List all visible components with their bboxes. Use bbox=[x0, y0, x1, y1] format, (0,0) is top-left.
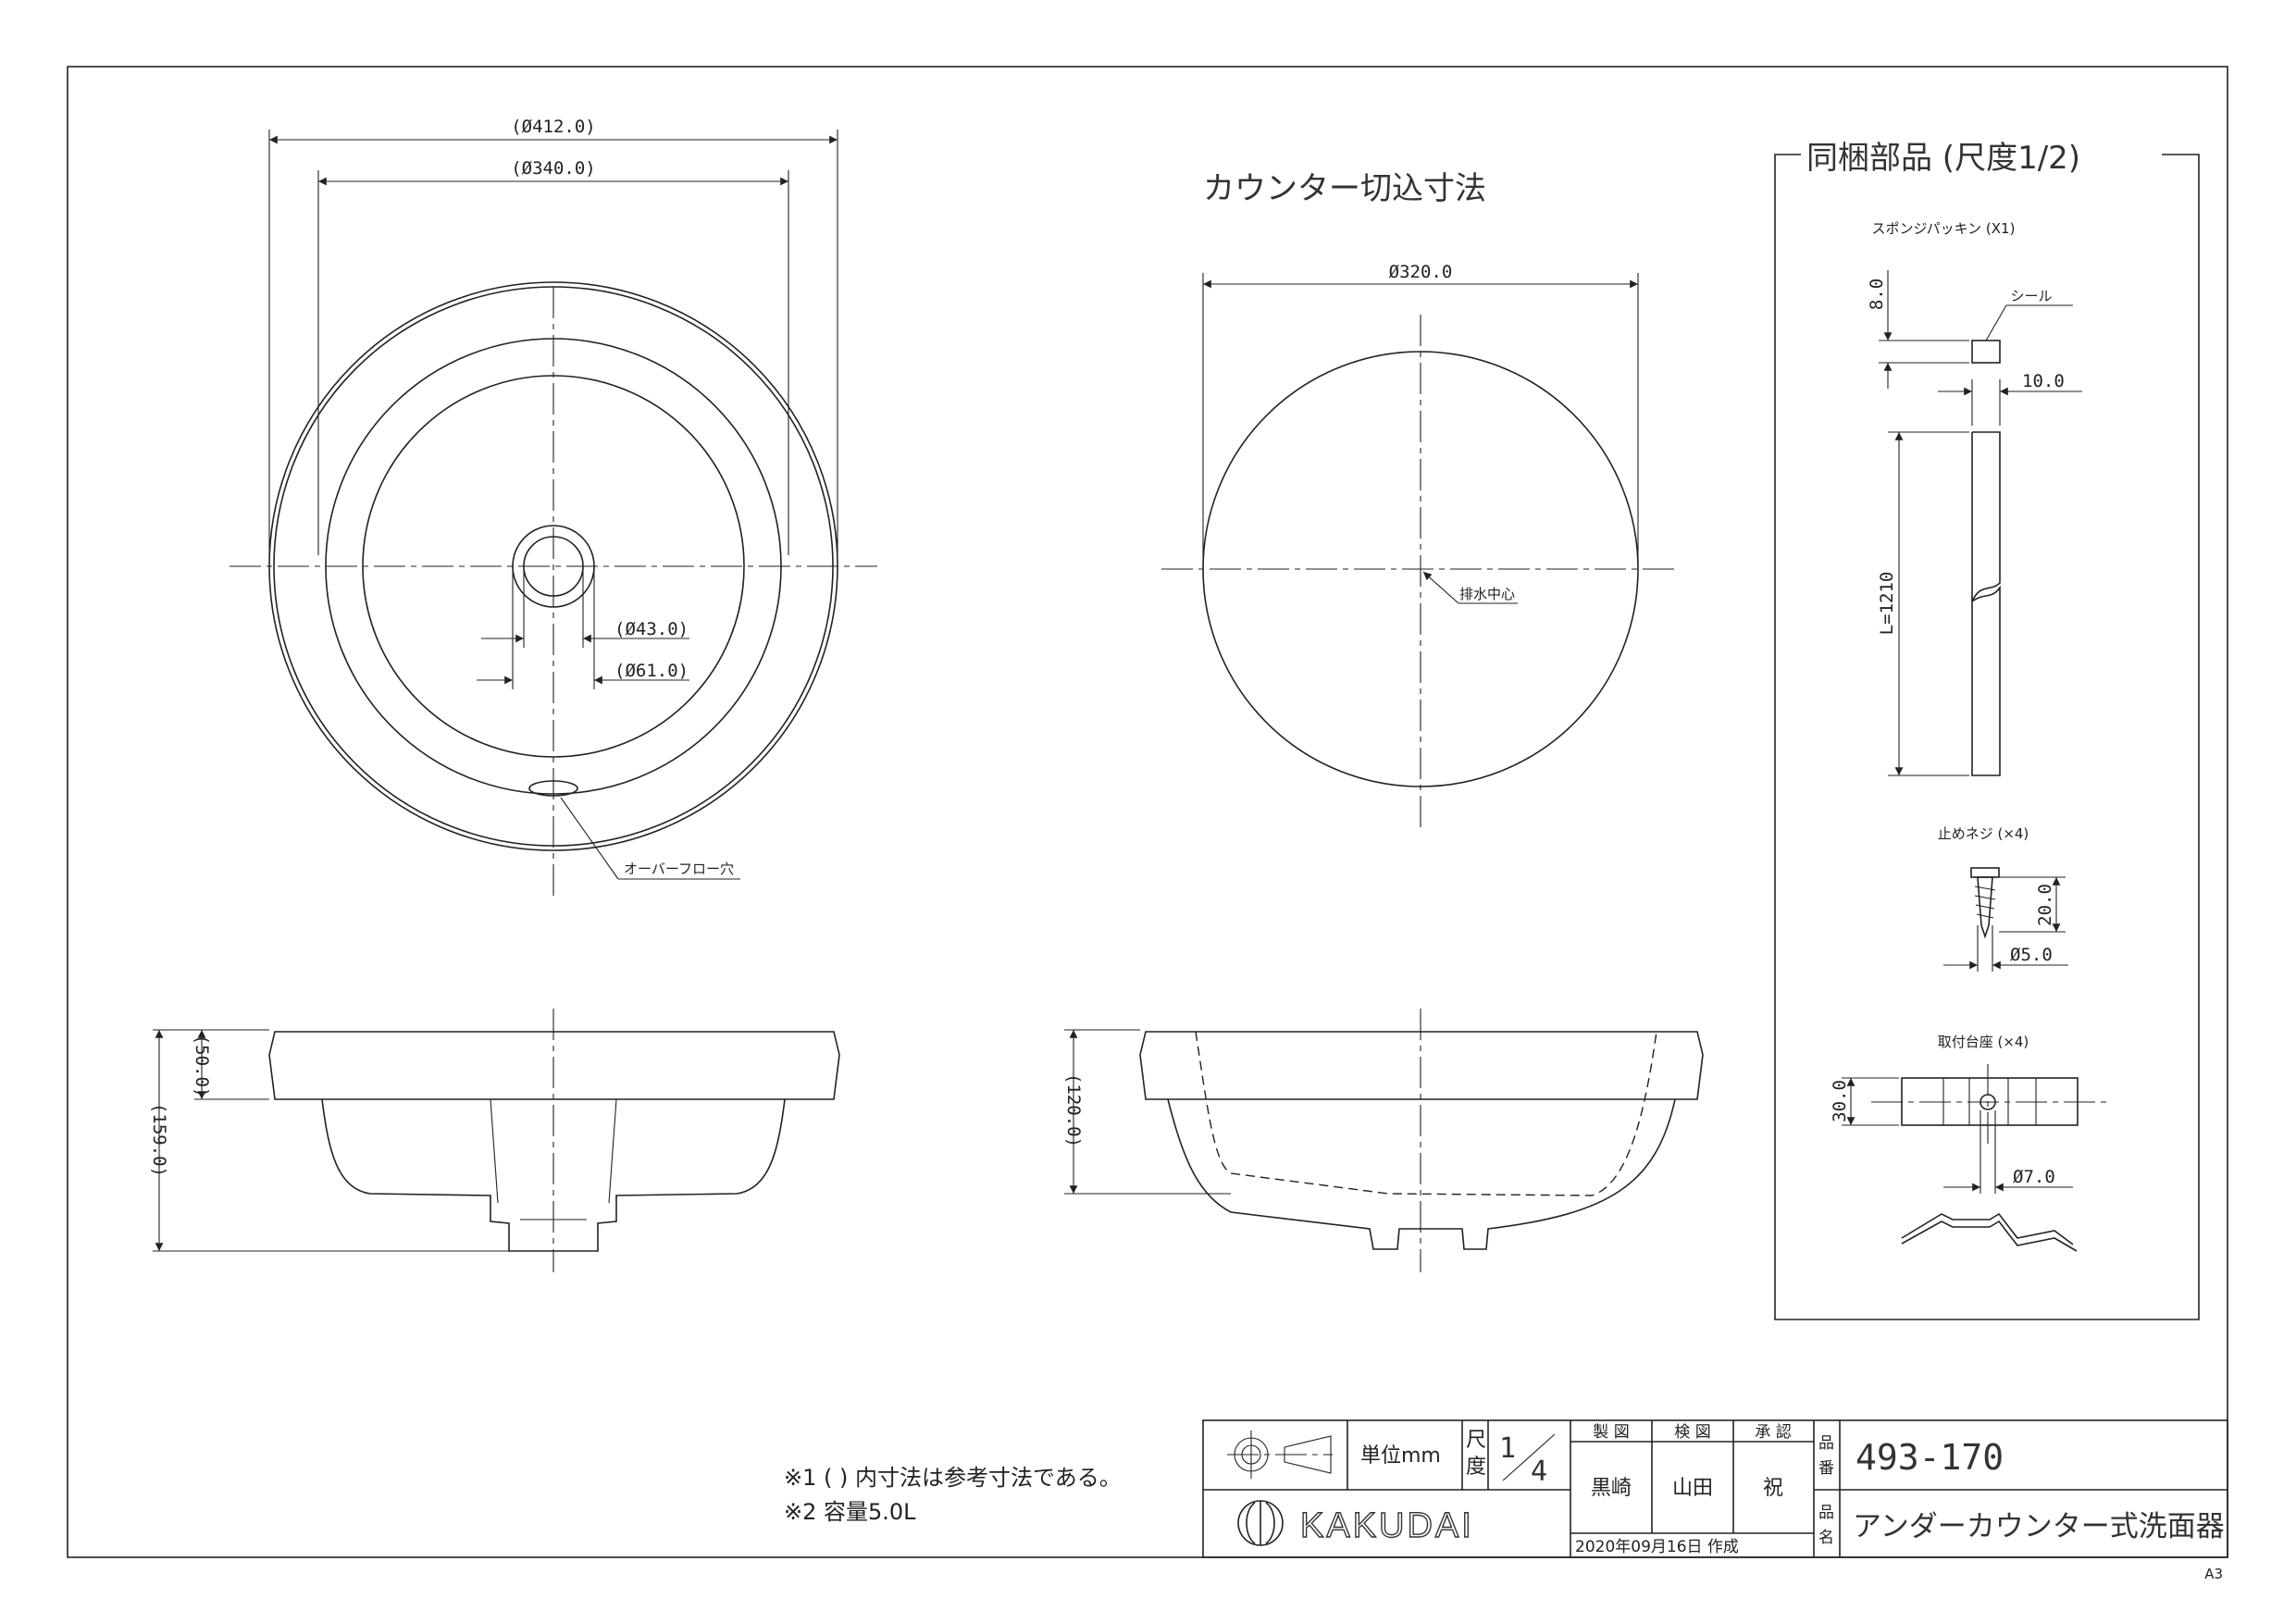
scale-numerator: 1 bbox=[1499, 1432, 1516, 1465]
header-kenzu: 検 図 bbox=[1674, 1423, 1710, 1442]
note-2: ※2 容量5.0L bbox=[784, 1499, 916, 1525]
drain-center-label: 排水中心 bbox=[1459, 586, 1515, 602]
drawing-border bbox=[67, 66, 2228, 1558]
name-seizu: 黒崎 bbox=[1591, 1477, 1632, 1500]
projection-symbol-icon bbox=[1227, 1431, 1333, 1479]
dim-cutout-diameter: Ø320.0 bbox=[1389, 262, 1453, 282]
product-name-label-1: 品 bbox=[1818, 1504, 1834, 1522]
dim-rim-height: (50.0) bbox=[192, 1035, 212, 1098]
brand-name: KAKUDAI bbox=[1300, 1506, 1474, 1545]
parts-title: 同梱部品 (尺度1/2) bbox=[1806, 140, 2080, 177]
scale-denominator: 4 bbox=[1531, 1456, 1547, 1488]
screw-title: 止めネジ (×4) bbox=[1938, 825, 2029, 842]
cutout-title: カウンター切込寸法 bbox=[1203, 170, 1486, 207]
dim-total-height: (159.0) bbox=[149, 1103, 169, 1177]
dim-drain-inner: (Ø43.0) bbox=[614, 619, 689, 639]
created-date: 2020年09月16日 作成 bbox=[1575, 1538, 1739, 1556]
title-block: 単位mm 尺 度 1 4 製 図 検 図 承 認 黒崎 山田 祝 2020年09… bbox=[1202, 1419, 2228, 1558]
part-number-label-1: 品 bbox=[1818, 1434, 1834, 1453]
side-view-left: (50.0) (159.0) bbox=[149, 1009, 840, 1272]
scale-label-2: 度 bbox=[1466, 1456, 1486, 1479]
header-shonin: 承 認 bbox=[1755, 1423, 1791, 1442]
dim-drain-outer: (Ø61.0) bbox=[614, 661, 689, 681]
sponge-height: 8.0 bbox=[1867, 279, 1887, 310]
base-hole: Ø7.0 bbox=[2013, 1167, 2055, 1187]
sheet-size: A3 bbox=[2204, 1566, 2223, 1582]
screw-diameter: Ø5.0 bbox=[2010, 945, 2053, 965]
dim-bowl-depth: (120.0) bbox=[1063, 1073, 1084, 1147]
kakudai-logo-icon bbox=[1237, 1500, 1284, 1546]
dim-inner-diameter: (Ø340.0) bbox=[511, 158, 596, 179]
base-title: 取付台座 (×4) bbox=[1938, 1034, 2029, 1050]
seal-label: シール bbox=[2010, 288, 2052, 304]
base-height: 30.0 bbox=[1830, 1080, 1850, 1122]
cutout-view: カウンター切込寸法 Ø320.0 排水中心 bbox=[1161, 170, 1680, 833]
header-seizu: 製 図 bbox=[1593, 1423, 1629, 1442]
unit-label: 単位mm bbox=[1360, 1444, 1441, 1468]
parts-box: 同梱部品 (尺度1/2) スポンジパッキン (X1) 8.0 シール 10.0 … bbox=[1774, 140, 2200, 1320]
part-number-label-2: 番 bbox=[1818, 1459, 1834, 1478]
product-name-label-2: 名 bbox=[1818, 1529, 1834, 1547]
screw-length: 20.0 bbox=[2035, 884, 2055, 926]
sponge-width: 10.0 bbox=[2022, 371, 2065, 391]
top-view: オーバーフロー穴 (Ø412.0) (Ø340.0) (Ø43.0) (Ø61.… bbox=[230, 117, 877, 898]
product-name: アンダーカウンター式洗面器 bbox=[1853, 1510, 2225, 1543]
dim-outer-diameter: (Ø412.0) bbox=[511, 117, 596, 137]
scale-label-1: 尺 bbox=[1466, 1429, 1486, 1452]
part-number: 493-170 bbox=[1855, 1437, 2004, 1478]
sponge-title: スポンジパッキン (X1) bbox=[1872, 220, 2016, 237]
name-shonin: 祝 bbox=[1763, 1477, 1783, 1500]
name-kenzu: 山田 bbox=[1672, 1477, 1713, 1500]
sponge-length: L=1210 bbox=[1877, 572, 1897, 636]
side-view-right: (120.0) bbox=[1063, 1009, 1704, 1272]
overflow-hole-label: オーバーフロー穴 bbox=[624, 861, 734, 877]
note-1: ※1 ( ) 内寸法は参考寸法である。 bbox=[784, 1465, 1122, 1491]
